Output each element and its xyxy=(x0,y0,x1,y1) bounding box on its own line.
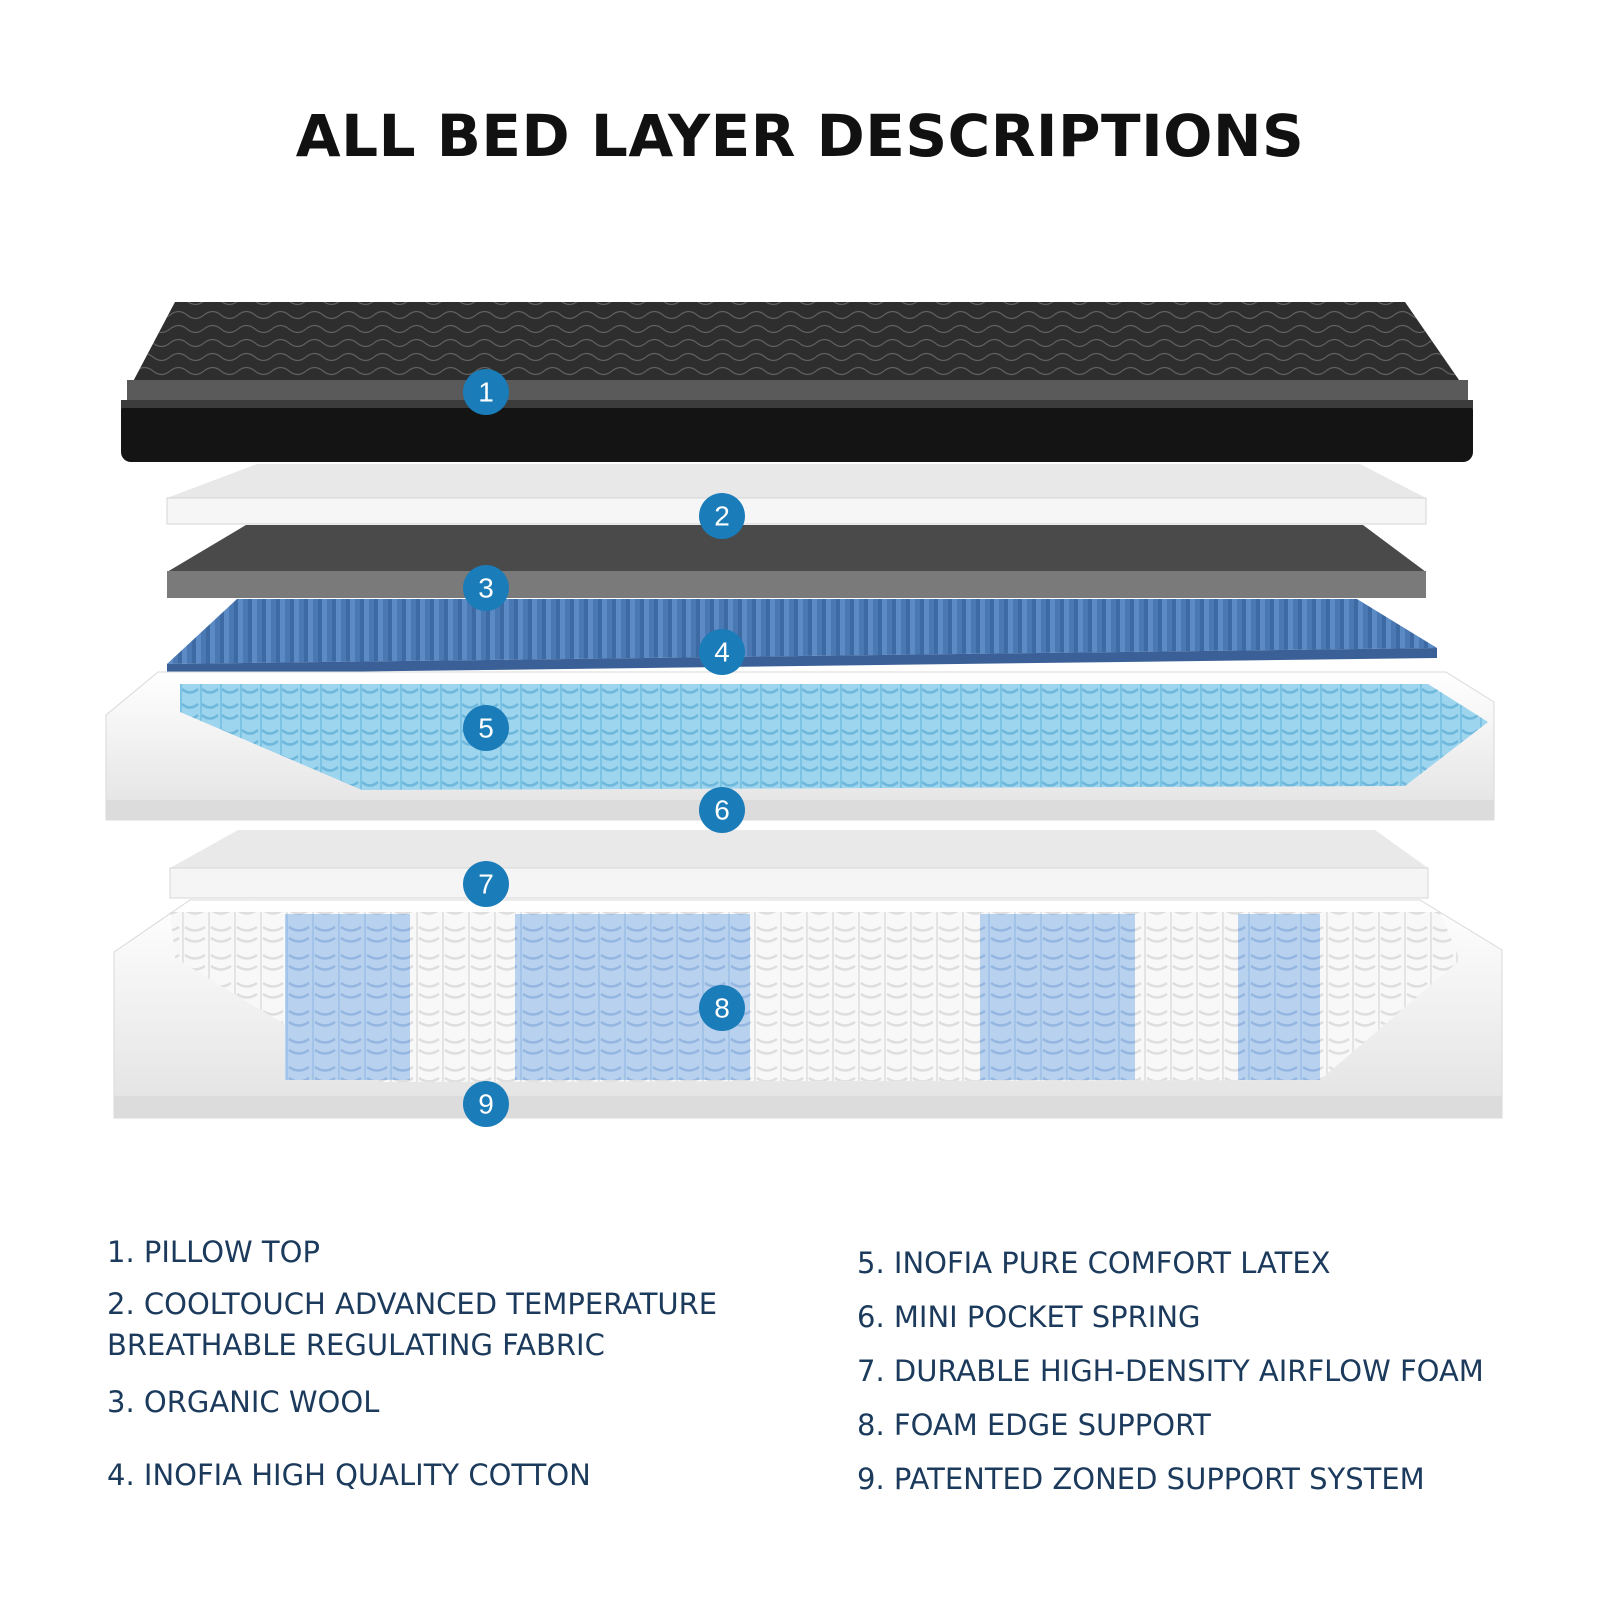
svg-text:5: 5 xyxy=(478,713,494,744)
organic-wool-layer xyxy=(167,525,1426,598)
badge-8: 8 xyxy=(699,985,745,1031)
svg-text:6: 6 xyxy=(714,795,730,826)
badge-6: 6 xyxy=(699,787,745,833)
legend-item-6: 6. MINI POCKET SPRING xyxy=(857,1300,1201,1334)
svg-text:1: 1 xyxy=(478,377,494,408)
legend-item-4: 4. INOFIA HIGH QUALITY COTTON xyxy=(107,1458,591,1492)
zoned-support-layer xyxy=(113,899,1503,1119)
svg-text:7: 7 xyxy=(478,869,494,900)
svg-text:2: 2 xyxy=(714,501,730,532)
legend-item-2-line-2: BREATHABLE REGULATING FABRIC xyxy=(107,1328,605,1362)
cooltouch-fabric-layer xyxy=(166,464,1427,525)
svg-text:9: 9 xyxy=(478,1089,494,1120)
svg-text:4: 4 xyxy=(714,637,730,668)
mattress-layer-diagram: 1 2 3 4 5 6 7 8 9 xyxy=(105,302,1503,1127)
legend-item-8: 8. FOAM EDGE SUPPORT xyxy=(857,1408,1211,1442)
pillow-top-layer xyxy=(121,302,1473,462)
legend-item-7: 7. DURABLE HIGH-DENSITY AIRFLOW FOAM xyxy=(857,1354,1484,1388)
airflow-foam-layer xyxy=(169,830,1429,899)
badge-4: 4 xyxy=(699,629,745,675)
legend-item-2-line-1: 2. COOLTOUCH ADVANCED TEMPERATURE xyxy=(107,1287,718,1321)
legend-item-9: 9. PATENTED ZONED SUPPORT SYSTEM xyxy=(857,1462,1425,1496)
badge-9: 9 xyxy=(463,1081,509,1127)
cotton-layer xyxy=(167,599,1437,674)
legend-item-1: 1. PILLOW TOP xyxy=(107,1235,320,1269)
svg-text:3: 3 xyxy=(478,573,494,604)
badge-3: 3 xyxy=(463,565,509,611)
page-title: ALL BED LAYER DESCRIPTIONS xyxy=(295,102,1305,170)
legend-item-5: 5. INOFIA PURE COMFORT LATEX xyxy=(857,1246,1331,1280)
svg-text:8: 8 xyxy=(714,993,730,1024)
legend-item-3: 3. ORGANIC WOOL xyxy=(107,1385,380,1419)
latex-spring-layer xyxy=(105,671,1495,821)
badge-1: 1 xyxy=(463,369,509,415)
badge-2: 2 xyxy=(699,493,745,539)
badge-7: 7 xyxy=(463,861,509,907)
badge-5: 5 xyxy=(463,705,509,751)
